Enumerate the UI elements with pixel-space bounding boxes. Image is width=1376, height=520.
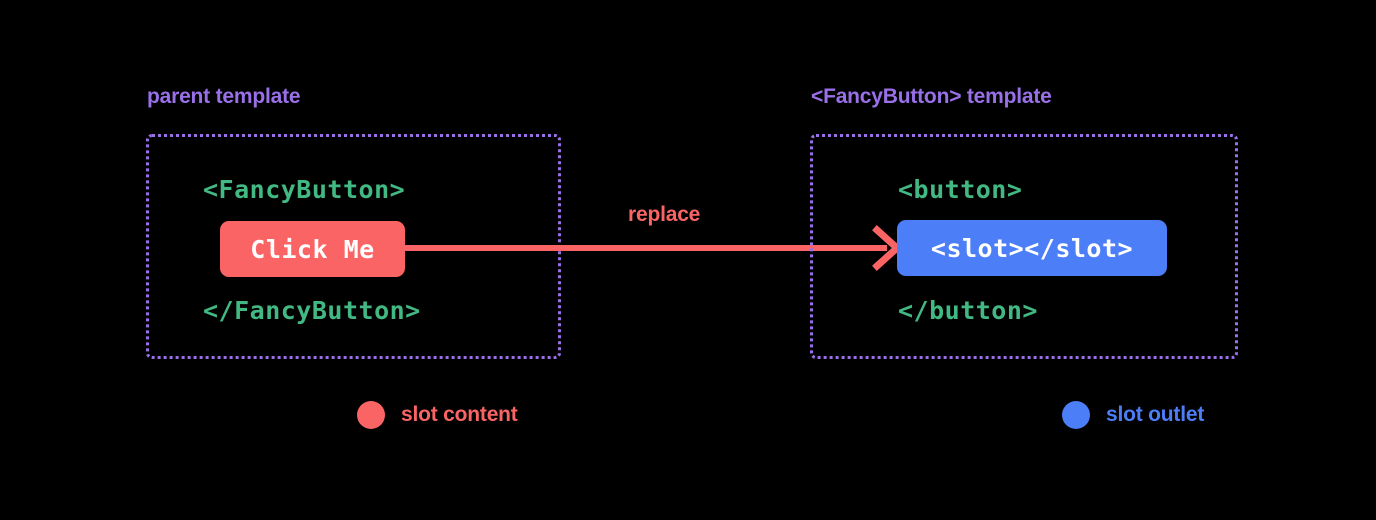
legend-dot-red-icon [357, 401, 385, 429]
slot-outlet-chip[interactable]: <slot></slot> [897, 220, 1167, 276]
fancy-open-tag: <button> [898, 175, 1023, 204]
parent-close-tag: </FancyButton> [203, 296, 421, 325]
fancybutton-template-title: <FancyButton> template [811, 85, 1052, 108]
slot-content-chip[interactable]: Click Me [220, 221, 405, 277]
legend-item-slot-outlet: slot outlet [1062, 401, 1204, 429]
parent-open-tag: <FancyButton> [203, 175, 406, 204]
legend-item-slot-content: slot content [357, 401, 518, 429]
legend-label-slot-outlet: slot outlet [1106, 403, 1205, 426]
legend-dot-blue-icon [1062, 401, 1090, 429]
fancybutton-template-box [810, 134, 1238, 359]
legend-label-slot-content: slot content [401, 403, 518, 426]
arrow-label-replace: replace [628, 203, 701, 226]
fancy-close-tag: </button> [898, 296, 1038, 325]
parent-template-title: parent template [147, 85, 301, 108]
